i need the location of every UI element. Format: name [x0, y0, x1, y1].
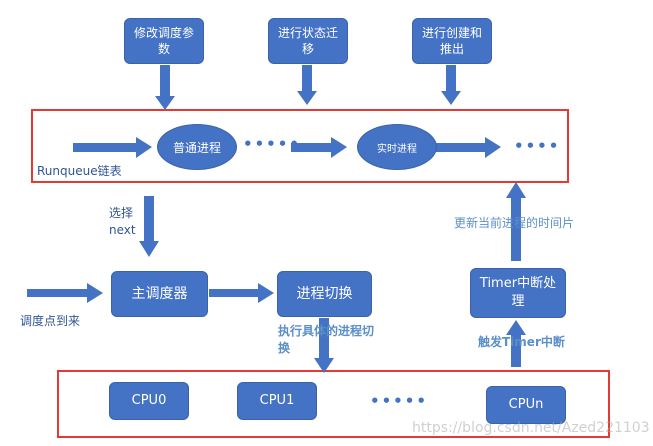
- state-transition-node: 进行状态迁移: [268, 18, 348, 64]
- trigger-timer-label: 触发Timer中断: [478, 335, 565, 349]
- cpu-frame: [57, 370, 610, 438]
- timer-interrupt-node: Timer中断处理: [470, 268, 566, 318]
- watermark: https://blog.csdn.net/Azed221103: [412, 420, 650, 436]
- runqueue-frame: [31, 109, 569, 183]
- arrow-state-to-runqueue: [297, 65, 317, 105]
- runqueue-label: Runqueue链表: [37, 164, 122, 178]
- arrow-timer-to-runqueue: [506, 182, 526, 261]
- runqueue-ellipsis-mid: •••••: [243, 135, 301, 153]
- arrow-schedule-point: [27, 283, 103, 303]
- arrow-runqueue-in: [73, 137, 152, 158]
- arrow-modify-to-runqueue: [155, 65, 175, 110]
- arrow-select-next: [139, 196, 159, 257]
- cpu1-node: CPU1: [237, 382, 317, 420]
- process-switch-node: 进程切换: [277, 271, 372, 317]
- cpun-node: CPUn: [486, 386, 566, 424]
- select-next-label: 选择next: [109, 206, 136, 237]
- arrow-runqueue-out: [425, 137, 501, 158]
- schedule-point-label: 调度点到来: [20, 314, 81, 328]
- arrow-scheduler-to-switch: [209, 283, 274, 303]
- create-exit-node: 进行创建和推出: [412, 18, 492, 64]
- update-timeslice-label: 更新当前进程的时间片: [454, 216, 575, 230]
- realtime-process-node: 实时进程: [357, 124, 437, 170]
- normal-process-node: 普通进程: [157, 124, 237, 170]
- modify-params-node: 修改调度参数: [124, 18, 204, 64]
- cpu-ellipsis: •••••: [370, 392, 428, 410]
- runqueue-ellipsis-end: ••••: [514, 137, 561, 155]
- do-switch-label: 执行具体的进程切换: [278, 324, 375, 355]
- arrow-switch-to-cpu: [314, 318, 334, 373]
- cpu0-node: CPU0: [109, 382, 189, 420]
- main-scheduler-node: 主调度器: [111, 271, 208, 317]
- arrow-create-to-runqueue: [441, 65, 461, 105]
- arrow-cpu-to-timer: [506, 320, 526, 367]
- arrow-runqueue-mid: [291, 137, 347, 158]
